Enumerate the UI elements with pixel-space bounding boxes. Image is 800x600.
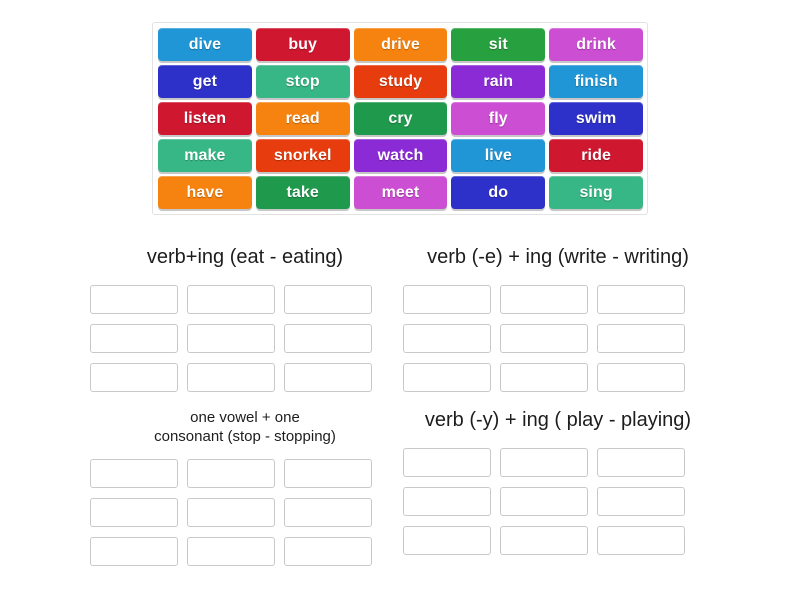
category-title: one vowel + one consonant (stop - stoppi… xyxy=(154,409,336,445)
drop-slot[interactable] xyxy=(403,448,491,477)
word-tile[interactable]: cry xyxy=(353,102,448,135)
drop-slot[interactable] xyxy=(597,487,685,516)
drop-slot[interactable] xyxy=(500,285,588,314)
drop-slot[interactable] xyxy=(597,324,685,353)
drop-slot[interactable] xyxy=(187,324,275,353)
drop-slot[interactable] xyxy=(500,526,588,555)
drop-slot[interactable] xyxy=(597,285,685,314)
drop-slot[interactable] xyxy=(90,458,178,488)
drop-slot[interactable] xyxy=(284,458,372,488)
word-tile[interactable]: stop xyxy=(255,65,350,98)
drop-slot[interactable] xyxy=(187,458,275,488)
word-tile[interactable]: ride xyxy=(549,139,643,172)
drop-slot[interactable] xyxy=(187,536,275,566)
word-tile[interactable]: sit xyxy=(451,28,546,61)
drop-slot[interactable] xyxy=(500,363,588,392)
drop-slot[interactable] xyxy=(284,497,372,527)
drop-slot[interactable] xyxy=(90,363,178,392)
word-tile[interactable]: rain xyxy=(451,65,546,98)
word-tile[interactable]: make xyxy=(158,139,252,172)
drop-slot-grid xyxy=(90,285,400,392)
drop-slot[interactable] xyxy=(187,497,275,527)
word-tile[interactable]: take xyxy=(255,176,350,209)
category-title: verb (-y) + ing ( play - playing) xyxy=(424,409,692,431)
drop-slot[interactable] xyxy=(403,487,491,516)
word-tile[interactable]: get xyxy=(158,65,252,98)
drop-slot[interactable] xyxy=(597,448,685,477)
drop-slot[interactable] xyxy=(90,324,178,353)
category-group-verb-ing: verb+ing (eat - eating) xyxy=(90,246,400,392)
word-tile[interactable]: do xyxy=(451,176,546,209)
drop-slot[interactable] xyxy=(500,324,588,353)
category-group-verb-y-ing: verb (-y) + ing ( play - playing) xyxy=(403,409,713,555)
word-tile[interactable]: snorkel xyxy=(255,139,350,172)
drop-slot[interactable] xyxy=(284,324,372,353)
drop-slot[interactable] xyxy=(403,324,491,353)
word-tile[interactable]: drive xyxy=(353,28,448,61)
word-tile[interactable]: swim xyxy=(549,102,643,135)
drop-slot-grid xyxy=(403,285,713,392)
drop-slot[interactable] xyxy=(284,363,372,392)
word-tile[interactable]: live xyxy=(451,139,546,172)
drop-slot[interactable] xyxy=(597,526,685,555)
word-tile[interactable]: watch xyxy=(353,139,448,172)
drop-slot[interactable] xyxy=(90,497,178,527)
drop-slot[interactable] xyxy=(90,536,178,566)
word-tile[interactable]: read xyxy=(255,102,350,135)
drop-slot[interactable] xyxy=(284,285,372,314)
drop-slot[interactable] xyxy=(500,448,588,477)
drop-slot[interactable] xyxy=(284,536,372,566)
word-tile[interactable]: study xyxy=(353,65,448,98)
word-tile[interactable]: meet xyxy=(353,176,448,209)
drop-slot[interactable] xyxy=(403,526,491,555)
category-title: verb (-e) + ing (write - writing) xyxy=(427,246,689,268)
drop-slot[interactable] xyxy=(90,285,178,314)
drop-slot[interactable] xyxy=(403,285,491,314)
category-title: verb+ing (eat - eating) xyxy=(146,246,344,268)
word-tile[interactable]: buy xyxy=(255,28,350,61)
drop-slot[interactable] xyxy=(187,363,275,392)
drop-slot[interactable] xyxy=(597,363,685,392)
drop-slot[interactable] xyxy=(500,487,588,516)
drop-slot[interactable] xyxy=(403,363,491,392)
word-tile[interactable]: fly xyxy=(451,102,546,135)
word-tile[interactable]: sing xyxy=(549,176,643,209)
word-tile[interactable]: listen xyxy=(158,102,252,135)
category-group-one-vowel-one-consonant: one vowel + one consonant (stop - stoppi… xyxy=(90,409,400,566)
drop-slot-grid xyxy=(90,458,400,566)
word-tile[interactable]: finish xyxy=(549,65,643,98)
drop-slot-grid xyxy=(403,448,713,555)
drop-slot[interactable] xyxy=(187,285,275,314)
category-group-verb-e-ing: verb (-e) + ing (write - writing) xyxy=(403,246,713,392)
word-tile[interactable]: have xyxy=(158,176,252,209)
word-tile[interactable]: dive xyxy=(158,28,252,61)
word-tile[interactable]: drink xyxy=(549,28,643,61)
